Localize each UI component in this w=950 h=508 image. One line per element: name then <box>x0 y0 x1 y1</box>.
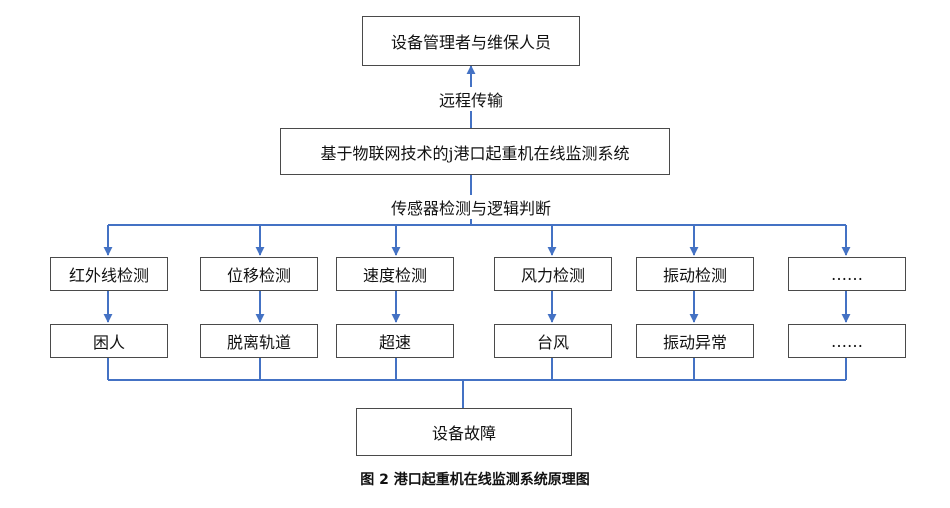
fault-box: 台风 <box>494 324 612 358</box>
sensor-logic-label: 传感器检测与逻辑判断 <box>386 195 556 219</box>
maintenance-personnel-node: 设备管理者与维保人员 <box>362 16 580 66</box>
figure-caption: 图 2 港口起重机在线监测系统原理图 <box>360 472 590 488</box>
fault-box: 困人 <box>50 324 168 358</box>
fault-box: 脱离轨道 <box>200 324 318 358</box>
detection-box: 位移检测 <box>200 257 318 291</box>
monitoring-system-node: 基于物联网技术的j港口起重机在线监测系统 <box>280 128 670 175</box>
detection-box: 红外线检测 <box>50 257 168 291</box>
detection-box: 振动检测 <box>636 257 754 291</box>
detection-box: 风力检测 <box>494 257 612 291</box>
fault-box: 振动异常 <box>636 324 754 358</box>
fault-box-more: …… <box>788 324 906 358</box>
detection-box-more: …… <box>788 257 906 291</box>
fault-box: 超速 <box>336 324 454 358</box>
equipment-fault-node: 设备故障 <box>356 408 572 456</box>
detection-box: 速度检测 <box>336 257 454 291</box>
remote-transmission-label: 远程传输 <box>434 87 508 111</box>
